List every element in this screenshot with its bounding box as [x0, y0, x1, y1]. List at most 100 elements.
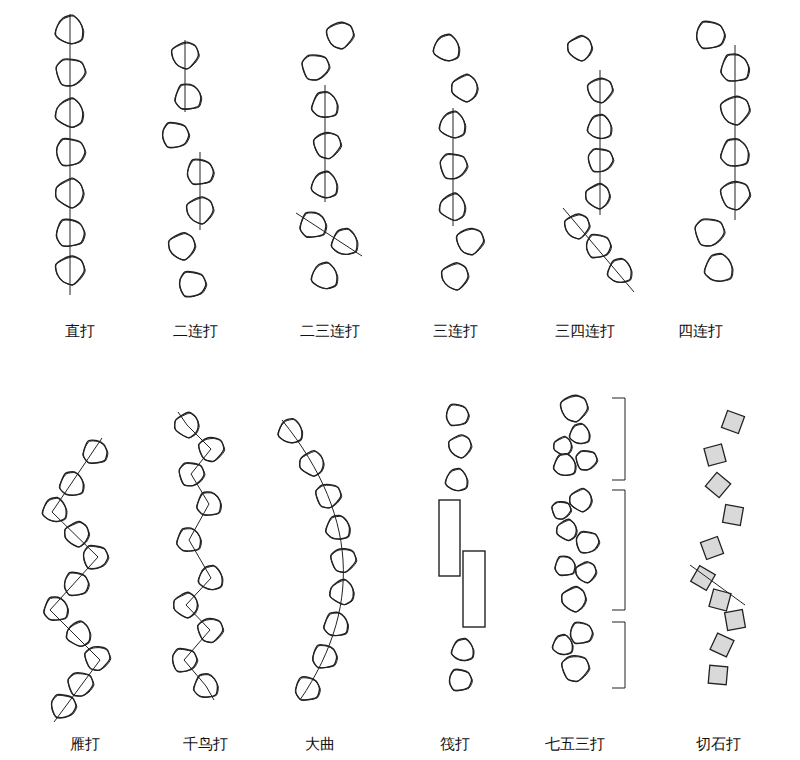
- raft-stone: [463, 551, 485, 627]
- axis-line: [185, 40, 186, 112]
- group-bracket: [612, 622, 625, 688]
- stone-outline: [55, 99, 84, 128]
- stone: [588, 114, 611, 138]
- pattern-label: 七五三打: [545, 735, 605, 753]
- stone-outline: [569, 424, 590, 443]
- stone: [586, 183, 610, 208]
- axis-line: [200, 152, 201, 230]
- pattern-label: 千鸟打: [183, 735, 228, 753]
- stone-outline: [59, 473, 84, 496]
- stone-outline: [442, 264, 469, 290]
- stone: [56, 98, 83, 127]
- axis-line: [178, 412, 214, 700]
- stone-outline: [721, 183, 751, 210]
- stone-outline: [295, 678, 320, 700]
- axis-line: [453, 108, 454, 226]
- stone-outline: [57, 139, 86, 165]
- stone: [44, 597, 68, 620]
- stone: [84, 546, 108, 569]
- stone-outline: [163, 123, 190, 147]
- stone-outline: [84, 546, 109, 568]
- stone-outline: [570, 489, 593, 512]
- stone-outline: [42, 498, 67, 521]
- stone-outline: [586, 235, 611, 257]
- stone-outline: [83, 441, 108, 463]
- stone-outline: [187, 160, 214, 184]
- stone: [434, 34, 459, 61]
- stone-outline: [65, 522, 90, 547]
- stone-outline: [433, 35, 460, 61]
- stone: [85, 647, 110, 671]
- stone-outline: [586, 184, 611, 209]
- stone-outline: [704, 254, 733, 281]
- pattern-label: 筏打: [440, 735, 470, 753]
- stone: [608, 259, 631, 283]
- stone: [440, 111, 465, 138]
- pattern-label: 四连打: [678, 322, 723, 340]
- cut-stone: [705, 472, 730, 497]
- stone: [695, 219, 724, 246]
- axis-line: [600, 70, 601, 215]
- cut-stone: [725, 610, 746, 631]
- stone: [457, 228, 484, 254]
- axis-line: [325, 85, 326, 202]
- stone: [587, 234, 611, 257]
- stone: [199, 438, 224, 462]
- stone-outline: [66, 622, 91, 646]
- stone-outline: [327, 23, 355, 49]
- stone-outline: [576, 532, 599, 552]
- stone-outline: [555, 557, 576, 575]
- stone-outline: [695, 220, 725, 246]
- axis-line: [296, 213, 362, 256]
- stone-outline: [451, 75, 478, 102]
- stone-outline: [302, 56, 330, 80]
- stone-outline: [311, 263, 338, 289]
- stone: [568, 36, 592, 61]
- stone: [576, 532, 598, 553]
- stone: [588, 149, 613, 172]
- stone: [571, 622, 593, 643]
- pattern-label: 三四连打: [555, 322, 615, 340]
- stone: [555, 556, 575, 575]
- pattern-label: 大曲: [305, 735, 335, 753]
- stone-outline: [607, 259, 632, 282]
- stone: [56, 15, 83, 44]
- stone-outline: [331, 550, 357, 573]
- stone: [562, 656, 589, 682]
- stone: [57, 139, 85, 166]
- stone: [56, 178, 84, 208]
- cut-stone: [710, 633, 734, 657]
- stone: [561, 395, 588, 422]
- stone: [67, 621, 90, 646]
- stone: [446, 468, 467, 490]
- cut-stone: [691, 566, 716, 591]
- stone: [56, 59, 85, 86]
- stone-outline: [169, 234, 196, 260]
- axis-line: [690, 565, 745, 605]
- stone: [175, 84, 201, 109]
- stone-outline: [173, 649, 198, 671]
- stone-outline: [312, 646, 337, 668]
- stone-outline: [588, 79, 614, 103]
- stone-outline: [446, 405, 469, 425]
- stone-outline: [64, 573, 89, 595]
- stone: [188, 159, 214, 184]
- stone-outline: [179, 464, 205, 486]
- stone: [576, 451, 597, 470]
- stone-outline: [180, 272, 207, 296]
- stone-outline: [457, 229, 485, 255]
- stone: [553, 635, 573, 655]
- group-bracket: [612, 490, 625, 610]
- stone: [697, 21, 725, 48]
- stone: [302, 55, 329, 80]
- stone: [440, 154, 467, 179]
- stone: [452, 638, 474, 660]
- stone-outline: [52, 695, 77, 717]
- cut-stone: [723, 505, 744, 526]
- stone: [554, 436, 572, 455]
- stone-outline: [300, 213, 327, 237]
- stone: [68, 673, 93, 696]
- stone-outline: [56, 60, 86, 86]
- stone: [562, 586, 586, 611]
- pattern-label: 二三连打: [300, 322, 360, 340]
